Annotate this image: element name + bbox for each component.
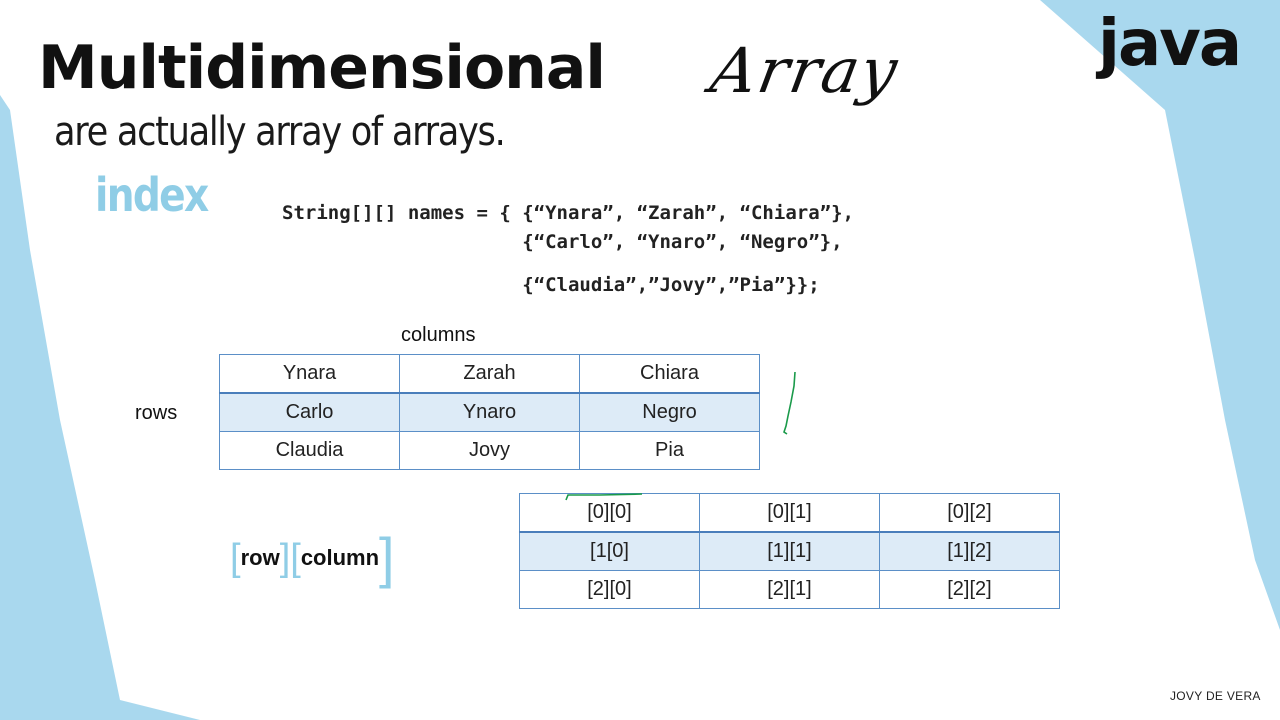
index-label: index (95, 168, 209, 222)
table-cell: Ynara (219, 354, 400, 394)
table-cell: [0][1] (699, 493, 880, 533)
row-word: row (240, 545, 280, 570)
table-cell: [1[0] (519, 531, 700, 571)
green-squiggle-mark (783, 371, 796, 435)
names-table: Ynara Zarah Chiara Carlo Ynaro Negro Cla… (219, 354, 760, 470)
table-cell: Zarah (399, 354, 580, 394)
java-logo: java (1098, 7, 1242, 81)
table-cell: [1][1] (699, 531, 880, 571)
slide-subtitle: are actually array of arrays. (54, 109, 506, 155)
green-underline-mark (565, 493, 643, 501)
code-line-2: {“Carlo”, “Ynaro”, “Negro”}, (282, 231, 843, 253)
table-cell: Carlo (219, 392, 400, 432)
handwritten-title: Array (705, 34, 905, 107)
row-column-notation: [row][column] (230, 530, 395, 586)
code-line-3: {“Claudia”,”Jovy”,”Pia”}}; (282, 274, 820, 296)
table-row: [2][0] [2][1] [2][2] (519, 570, 1060, 609)
table-cell: [2][0] (519, 570, 700, 609)
columns-label: columns (401, 324, 476, 346)
middle-brackets: ][ (279, 537, 301, 579)
table-cell: [0][0] (519, 493, 700, 533)
table-cell: Claudia (219, 431, 400, 470)
table-row: [1[0] [1][1] [1][2] (519, 531, 1060, 571)
table-row: Carlo Ynaro Negro (219, 392, 760, 432)
column-word: column (300, 545, 380, 570)
close-bracket: ] (379, 526, 395, 589)
open-bracket: [ (230, 537, 241, 579)
table-cell: [2][1] (699, 570, 880, 609)
code-block: String[][] names = { {“Ynara”, “Zarah”, … (282, 204, 854, 295)
index-table: [0][0] [0][1] [0][2] [1[0] [1][1] [1][2]… (519, 493, 1060, 609)
table-cell: Chiara (579, 354, 760, 394)
author-credit: JOVY DE VERA (1170, 689, 1261, 703)
right-blue-shape (1040, 0, 1280, 630)
rows-label: rows (135, 402, 178, 424)
code-line-1: String[][] names = { {“Ynara”, “Zarah”, … (282, 202, 854, 224)
table-row: Ynara Zarah Chiara (219, 354, 760, 394)
table-cell: Pia (579, 431, 760, 470)
left-blue-shape (0, 95, 200, 720)
table-cell: Negro (579, 392, 760, 432)
table-cell: [1][2] (879, 531, 1060, 571)
table-row: Claudia Jovy Pia (219, 431, 760, 470)
slide-title: Multidimensional (38, 33, 606, 103)
table-cell: [0][2] (879, 493, 1060, 533)
table-cell: Jovy (399, 431, 580, 470)
table-cell: [2][2] (879, 570, 1060, 609)
table-cell: Ynaro (399, 392, 580, 432)
